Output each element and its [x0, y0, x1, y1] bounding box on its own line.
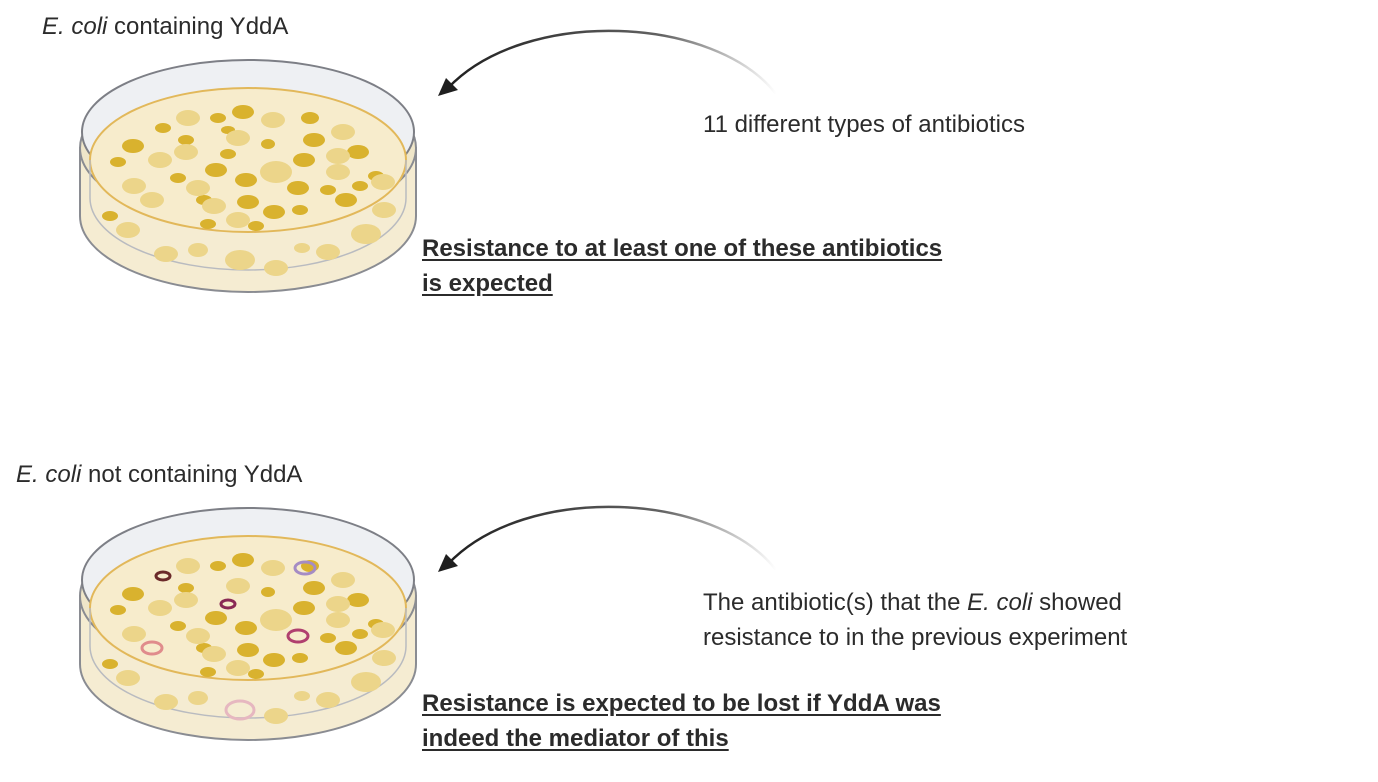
arrow-label-top: 11 different types of antibiotics [703, 111, 1025, 138]
expectation-top-line2: is expected [422, 270, 553, 297]
arrow-label-bottom-italic: E. coli [967, 589, 1033, 616]
petri-dish-top [79, 59, 417, 293]
dish-label-bottom-rest: not containing YddA [81, 461, 303, 488]
arrow-top [438, 29, 777, 96]
arrow-bottom [438, 505, 777, 572]
expectation-top-line1: Resistance to at least one of these anti… [422, 235, 943, 262]
petri-dish-top-body [79, 59, 417, 293]
expectation-bottom-line2: indeed the mediator of this [422, 725, 729, 752]
arrow-label-bottom-line1: The antibiotic(s) that the E. coli showe… [703, 586, 1122, 620]
dish-label-bottom-italic: E. coli [16, 461, 82, 488]
arrow-label-bottom-before: The antibiotic(s) that the [703, 589, 968, 616]
dish-label-bottom: E. coli not containing YddA [16, 458, 302, 492]
arrow-label-bottom-after: showed [1032, 589, 1122, 616]
dish-label-top-rest: containing YddA [107, 13, 289, 40]
petri-dish-bottom [79, 507, 417, 741]
dish-label-top-italic: E. coli [42, 13, 108, 40]
petri-dish-bottom-body [79, 507, 417, 741]
dish-label-top: E. coli containing YddA [42, 10, 288, 44]
expectation-bottom-line1: Resistance is expected to be lost if Ydd… [422, 690, 941, 717]
arrow-label-bottom-line2: resistance to in the previous experiment [703, 624, 1128, 651]
